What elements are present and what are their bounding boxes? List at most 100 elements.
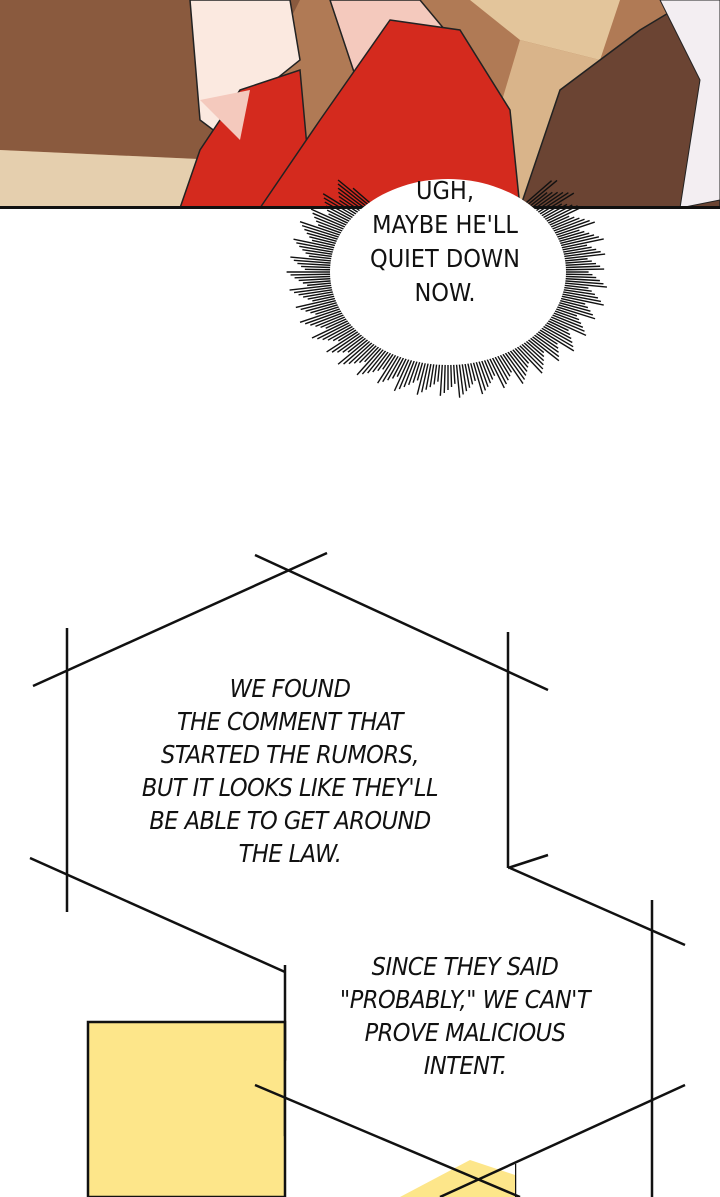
spike-ray (299, 306, 346, 323)
spike-ray (293, 286, 338, 294)
spike-ray (557, 290, 599, 299)
narration-line: "PROBABLY," WE CAN'T (339, 985, 591, 1014)
spike-ray (471, 357, 484, 395)
spike-ray (337, 335, 373, 365)
spike-ray (552, 302, 594, 316)
spike-ray (476, 356, 489, 388)
spike-ray (492, 352, 509, 381)
spike-ray (539, 321, 572, 340)
spike-ray (356, 343, 385, 376)
spike-ray (551, 304, 596, 320)
spike-ray (542, 205, 584, 227)
spike-ray (541, 205, 578, 225)
spike-ray (310, 208, 352, 229)
narration-line: STARTED THE RUMORS, (161, 740, 419, 769)
spike-ray (527, 332, 560, 358)
spike-ray (558, 253, 606, 260)
speech-line: QUIET DOWN (370, 244, 520, 273)
spike-ray (377, 350, 399, 384)
spike-ray (556, 292, 602, 303)
spike-ray (557, 248, 597, 256)
spike-ray (311, 317, 354, 339)
spike-ray (559, 268, 605, 271)
spike-ray (474, 357, 487, 391)
spike-ray (559, 262, 597, 267)
spike-ray (539, 204, 573, 223)
spike-ray (529, 191, 559, 213)
spike-ray (306, 232, 343, 244)
spike-ray (297, 262, 337, 267)
spike-ray (515, 341, 544, 370)
narration-line: SINCE THEY SAID (371, 952, 559, 981)
spike-ray (439, 359, 444, 396)
spike-ray (298, 277, 337, 282)
spike-ray (361, 345, 388, 375)
spike-ray (337, 179, 373, 209)
spike-ray (443, 359, 446, 393)
narration-line: THE LAW. (238, 839, 342, 868)
narration-box-lines (29, 551, 686, 1197)
spike-ray (538, 323, 573, 344)
spike-ray (337, 331, 367, 353)
spike-ray (544, 315, 587, 337)
spike-ray (545, 314, 585, 332)
spike-ray (421, 358, 430, 393)
spike-ray (304, 228, 344, 242)
spike-ray (529, 331, 559, 353)
narration-line: INTENT. (423, 1051, 507, 1080)
spike-ray (314, 216, 350, 232)
spike-ray (460, 359, 468, 392)
narration-line: BE ABLE TO GET AROUND (149, 806, 431, 835)
spike-ray (536, 324, 574, 348)
spike-ray (337, 183, 371, 210)
spike-ray (534, 326, 575, 352)
spike-ray (555, 238, 604, 250)
spike-ray (489, 353, 508, 385)
spike-ray (299, 221, 346, 238)
spike-ray (324, 201, 358, 221)
spike-ray (557, 288, 596, 296)
spike-ray (550, 221, 596, 238)
spike-ray (531, 191, 564, 215)
spike-ray (501, 348, 526, 380)
spike-ray (393, 354, 412, 392)
speech-line: MAYBE HE'LL (372, 210, 518, 239)
spike-ray (290, 256, 337, 263)
speech-line: NOW. (414, 278, 476, 307)
spike-ray (296, 242, 340, 252)
spike-ray (293, 238, 341, 250)
spike-ray (302, 290, 339, 298)
spike-ray (517, 340, 544, 366)
spike-ray (382, 351, 402, 383)
spike-ray (504, 347, 527, 376)
spike-ray (302, 249, 339, 256)
spike-ray (337, 191, 367, 213)
spike-ray (289, 284, 338, 291)
narration-line: PROVE MALICIOUS (364, 1018, 566, 1047)
spike-ray (300, 298, 342, 311)
spike-ray (387, 352, 404, 381)
spike-ray (548, 218, 585, 234)
spike-ray (554, 234, 595, 246)
narration-text-2: SINCE THEY SAID "PROBABLY," WE CAN'T PRO… (300, 950, 630, 1082)
spike-ray (317, 319, 355, 340)
narration-text-1: WE FOUND THE COMMENT THAT STARTED THE RU… (90, 672, 490, 870)
spike-ray (559, 281, 607, 288)
spike-ray (555, 236, 600, 248)
top-panel-illustration (0, 0, 720, 209)
spike-ray (533, 192, 569, 216)
speech-bubble-text: UGH, MAYBE HE'LL QUIET DOWN NOW. (345, 174, 545, 310)
spike-ray (348, 338, 377, 365)
spike-ray (487, 353, 505, 389)
spike-ray (558, 250, 601, 258)
spike-ray (513, 342, 543, 374)
spike-ray (301, 224, 345, 240)
spike-ray (458, 359, 464, 395)
spike-ray (331, 329, 365, 353)
narration-line: THE COMMENT THAT (176, 707, 404, 736)
spike-ray (499, 349, 524, 384)
spike-ray (322, 321, 357, 341)
spike-ray (553, 300, 591, 312)
spike-ray (549, 219, 590, 236)
spike-ray (322, 193, 362, 218)
